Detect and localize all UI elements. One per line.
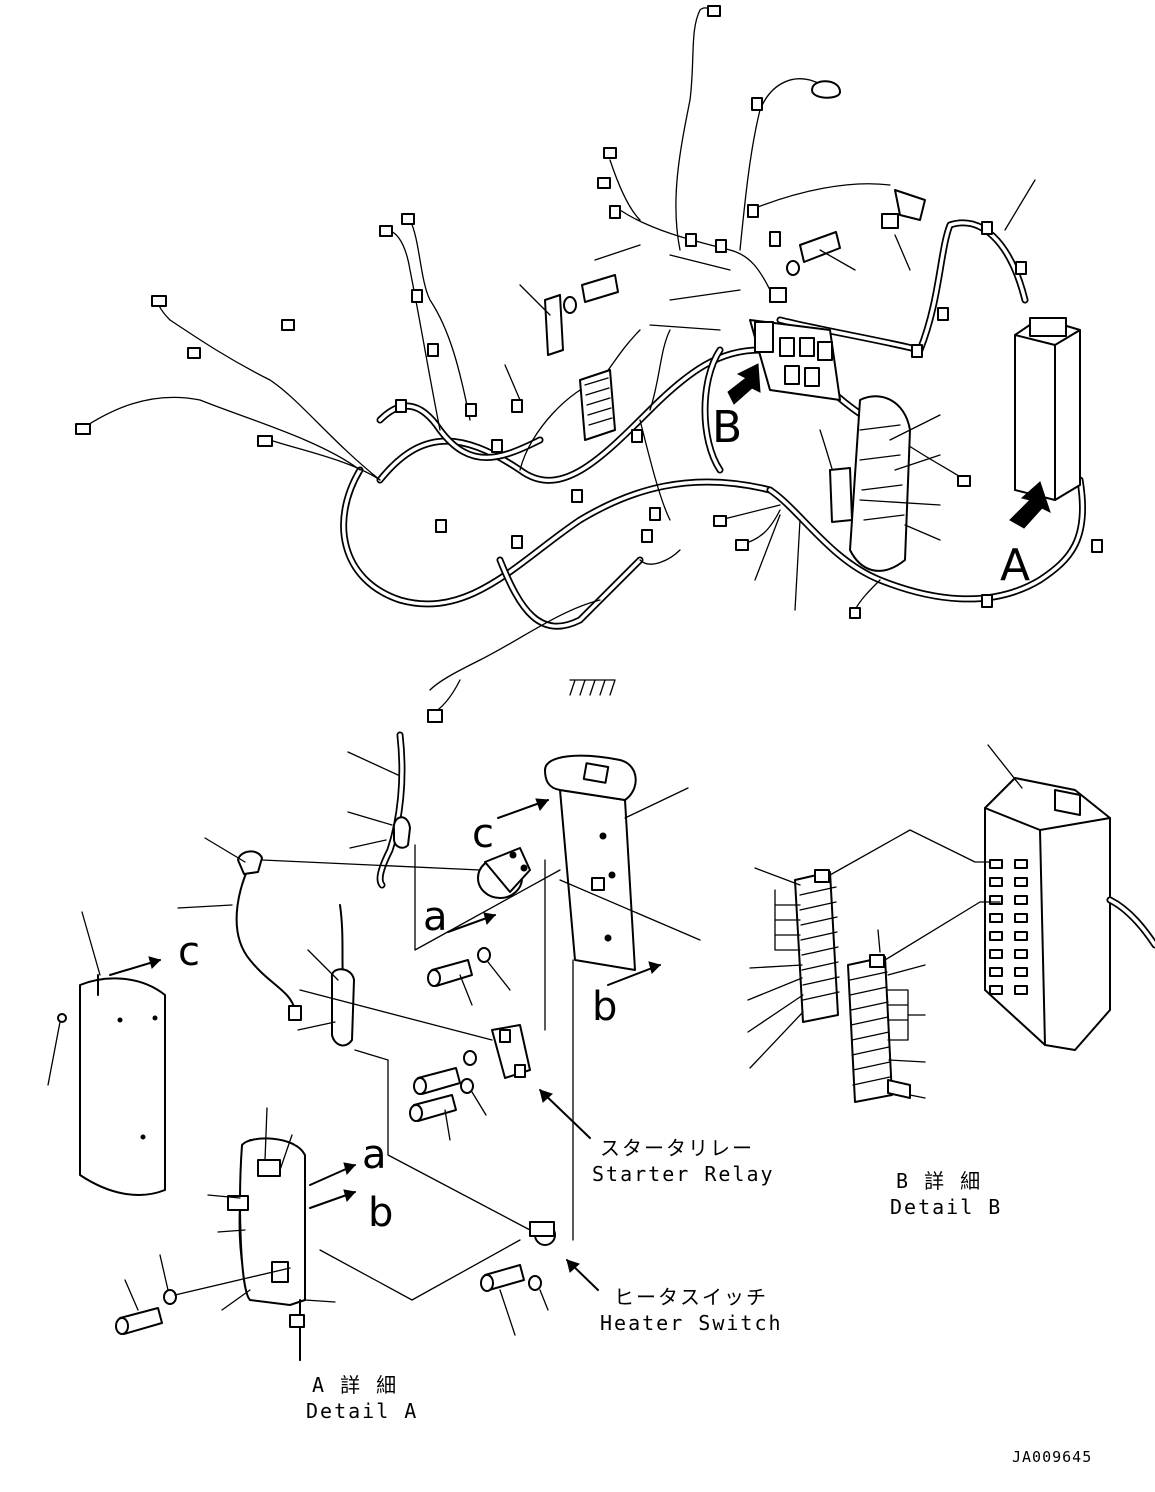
- leader-lines-main: [504, 179, 1036, 611]
- starter-relay-label-jp: スタータリレー: [600, 1136, 754, 1160]
- connection-routing-lines: [174, 844, 701, 1301]
- ref-label-b-detail: b: [368, 1190, 393, 1236]
- heater-switch-label-en: Heater Switch: [600, 1311, 783, 1335]
- reference-arrows: [109, 798, 661, 1291]
- detail-b-title-jp: B 詳 細: [896, 1169, 982, 1193]
- main-wiring-harness: A B: [75, 5, 1103, 723]
- heater-switch-label-jp: ヒータスイッチ: [614, 1285, 768, 1309]
- starter-relay-label-en: Starter Relay: [592, 1162, 775, 1186]
- comb-connector-left: [747, 867, 840, 1069]
- drawing-code: JA009645: [1012, 1448, 1092, 1466]
- detail-b-assembly: B 詳 細 Detail B: [747, 744, 1155, 1219]
- detail-b-title-en: Detail B: [890, 1195, 1002, 1219]
- view-arrow-b: [727, 363, 761, 405]
- harness-connectors: [75, 5, 971, 723]
- ref-label-c-cover: c: [178, 929, 200, 975]
- view-arrow-a: [1009, 481, 1051, 529]
- detail-a-assembly: c a b c a b スタータリレー Starter Relay ヒータスイッ…: [47, 731, 783, 1423]
- controller-unit: [1014, 317, 1081, 501]
- connector-slots: [989, 859, 1028, 995]
- detail-a-title-en: Detail A: [306, 1399, 418, 1423]
- bolts-and-washers: [115, 947, 549, 1336]
- mounting-bracket: [544, 754, 689, 971]
- fuse-connector-block: [984, 744, 1155, 1051]
- ref-label-b-bracket: b: [592, 984, 617, 1030]
- view-label-b: B: [712, 402, 742, 453]
- heater-switch-parts: [491, 1024, 556, 1246]
- harness-bracket-bolt: [544, 189, 926, 356]
- fuse-relay-block: [579, 319, 911, 572]
- comb-connector-right: [847, 929, 926, 1103]
- harness-clamps: [395, 97, 1103, 608]
- detail-a-harness: [177, 731, 411, 1361]
- starter-relay-body: [477, 847, 531, 899]
- ref-label-c-top: c: [472, 811, 494, 857]
- view-label-a: A: [1000, 540, 1030, 591]
- cover-plate: [47, 911, 166, 1196]
- ref-label-a-detail: a: [362, 1132, 387, 1178]
- detail-a-title-jp: A 詳 細: [312, 1373, 398, 1397]
- ref-label-a-relay: a: [423, 894, 448, 940]
